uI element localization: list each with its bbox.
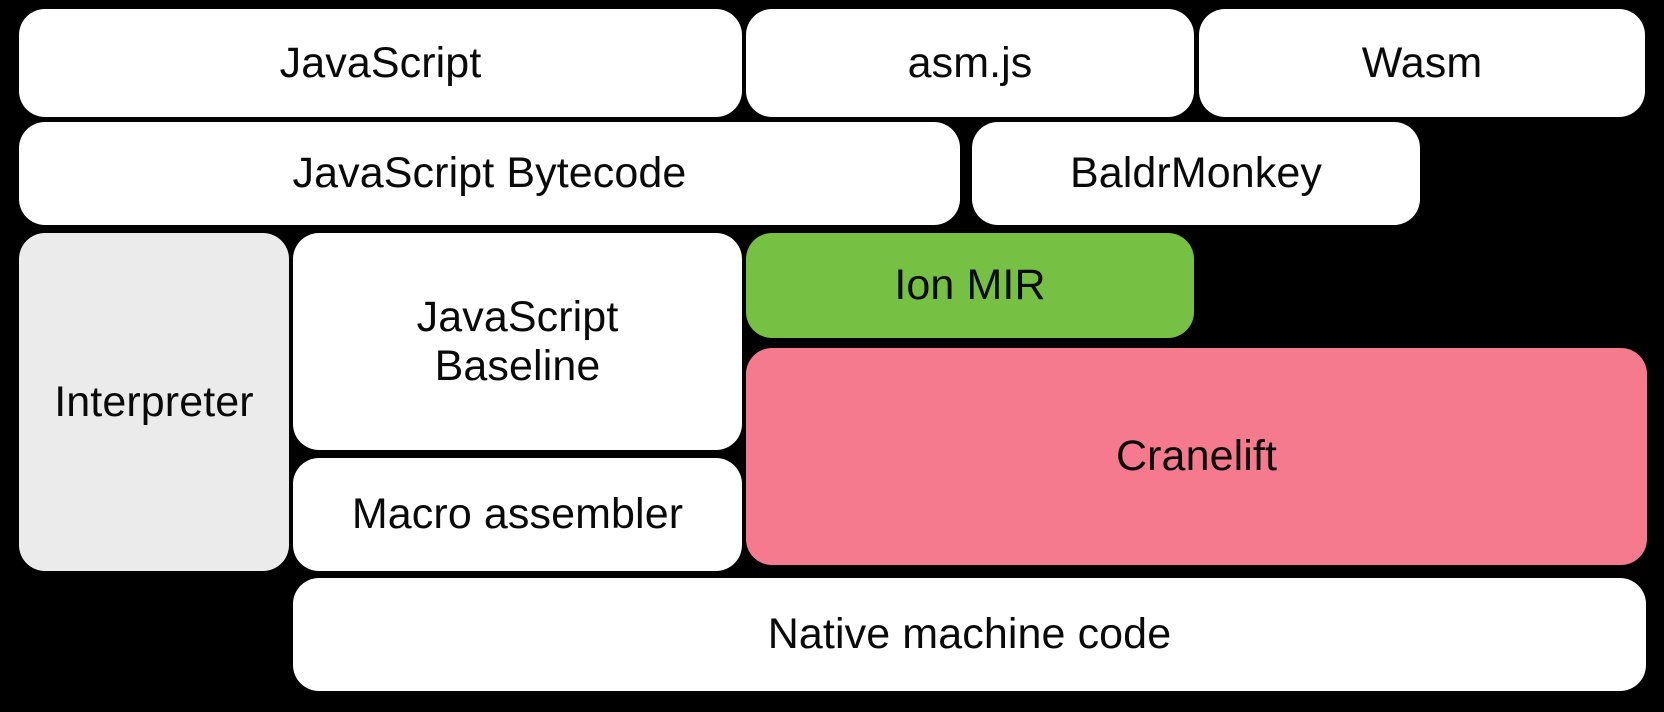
node-macro-assembler[interactable]: Macro assembler: [293, 458, 742, 571]
node-wasm[interactable]: Wasm: [1199, 9, 1645, 117]
node-javascript[interactable]: JavaScript: [19, 9, 742, 117]
node-javascript-bytecode[interactable]: JavaScript Bytecode: [19, 122, 960, 225]
node-asm-js[interactable]: asm.js: [746, 9, 1194, 117]
node-javascript-baseline[interactable]: JavaScript Baseline: [293, 233, 742, 450]
node-native-machine-code[interactable]: Native machine code: [293, 578, 1646, 691]
node-ion-mir[interactable]: Ion MIR: [746, 233, 1194, 338]
node-baldrmonkey[interactable]: BaldrMonkey: [972, 122, 1420, 225]
node-interpreter[interactable]: Interpreter: [19, 233, 289, 571]
node-cranelift[interactable]: Cranelift: [746, 348, 1647, 565]
